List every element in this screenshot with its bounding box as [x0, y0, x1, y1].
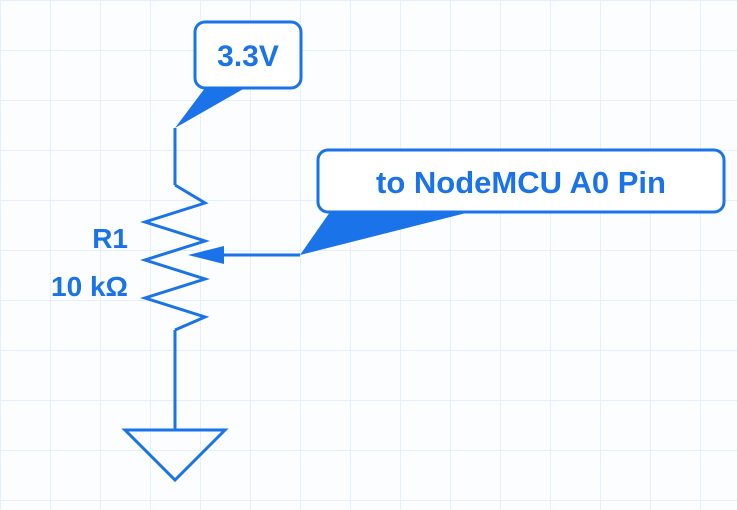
- output-label: to NodeMCU A0 Pin: [376, 165, 666, 200]
- output-callout: to NodeMCU A0 Pin: [300, 148, 726, 255]
- potentiometer-zigzag: [140, 183, 210, 332]
- supply-callout: 3.3V: [175, 20, 303, 128]
- output-callout-box: [316, 148, 726, 214]
- resistor-value: 10 kΩ: [51, 271, 128, 302]
- supply-callout-pointer: [175, 88, 245, 128]
- resistor-designator: R1: [92, 223, 128, 254]
- supply-label: 3.3V: [217, 40, 279, 73]
- output-callout-pointer: [300, 212, 470, 255]
- ground-symbol: [121, 428, 229, 483]
- wiper-arrow: [188, 246, 224, 264]
- supply-callout-box: [193, 20, 303, 90]
